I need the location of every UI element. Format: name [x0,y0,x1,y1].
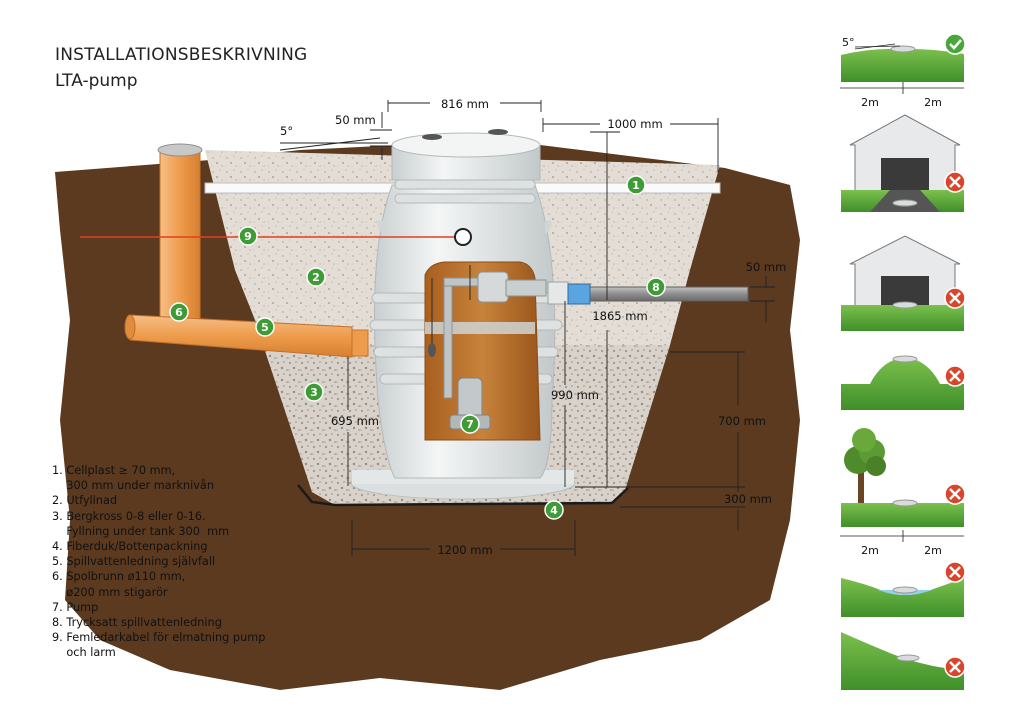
legend-item: 3. Bergkross 0-8 eller 0-16. Fyllning un… [52,509,230,538]
marker-8: 8 [646,277,666,297]
panel-tree-distance-right: 2m [924,544,942,557]
legend-item: 1. Cellplast ≥ 70 mm, 300 mm under markn… [52,464,214,493]
dim-inlet-height: 990 mm [551,388,599,402]
dim-cover: 50 mm [335,113,376,127]
panel-hillside [841,632,966,690]
svg-text:8: 8 [652,281,660,294]
svg-text:4: 4 [550,504,558,517]
fiber-cloth [297,484,629,507]
svg-text:1: 1 [632,179,640,192]
page-subtitle: LTA-pump [55,71,138,91]
panel-hollow [841,561,966,617]
marker-2: 2 [306,267,326,287]
dimension-labels: 816 mm 5° 50 mm 1000 mm 1865 mm 990 mm 7… [280,97,786,557]
marker-7: 7 [460,414,480,434]
panel-garage [841,114,966,212]
check-icon [944,33,966,55]
markers: 1 2 3 4 5 6 7 8 9 [169,175,666,520]
panel-tree-distance-left: 2m [861,544,879,557]
panel-tree: 2m 2m [840,428,966,557]
dim-slope: 5° [280,124,293,138]
svg-text:2: 2 [312,271,320,284]
panel-distance-right: 2m [924,96,942,109]
dim-width-top: 816 mm [441,97,489,111]
svg-text:3: 3 [310,386,318,399]
marker-4: 4 [544,500,564,520]
panel-ok-slope: 5° 2m 2m [840,33,966,109]
legend-item: 9. Femledarkabel för elmatning pump och … [52,631,266,660]
cable-entry [454,228,472,246]
legend-item: 6. Spolbrunn ø110 mm, ø200 mm stigarör [52,570,186,599]
marker-3: 3 [304,382,324,402]
panel-shed [841,235,966,331]
legend-item: 2. Utfyllnad [52,494,118,508]
legend-item: 8. Trycksatt spillvattenledning [52,616,222,630]
dim-horizontal: 1000 mm [607,117,662,131]
svg-text:5: 5 [261,321,269,334]
legend-item: 7. Pump [52,600,99,614]
page-title: INSTALLATIONSBESKRIVNING [55,45,308,65]
svg-text:7: 7 [466,418,474,431]
riser-pipe [159,149,201,321]
marker-9: 9 [238,226,258,246]
marker-1: 1 [626,175,646,195]
legend-item: 4. Fiberduk/Bottenpackning [52,540,208,554]
dimension-lines [279,100,775,556]
pipes [124,143,749,358]
svg-text:9: 9 [244,230,252,243]
pressure-pipe [589,286,749,302]
legend-list: 1. Cellplast ≥ 70 mm, 300 mm under markn… [52,463,302,661]
dim-total-height: 1865 mm [592,309,647,323]
dim-bed: 300 mm [724,492,772,506]
svg-text:6: 6 [175,306,183,319]
legend-item: 5. Spillvattenledning självfall [52,555,216,569]
dim-backfill-height: 700 mm [718,414,766,428]
marker-6: 6 [169,302,189,322]
panel-slope-label: 5° [842,36,855,49]
dim-base-width: 1200 mm [437,543,492,557]
marker-5: 5 [255,317,275,337]
placement-panels: 5° 2m 2m [840,33,966,690]
dim-pressure-depth: 50 mm [746,260,787,274]
dim-inlet-pipe: 695 mm [331,414,379,428]
panel-mound [841,355,966,410]
panel-distance-left: 2m [861,96,879,109]
tank [349,129,576,500]
